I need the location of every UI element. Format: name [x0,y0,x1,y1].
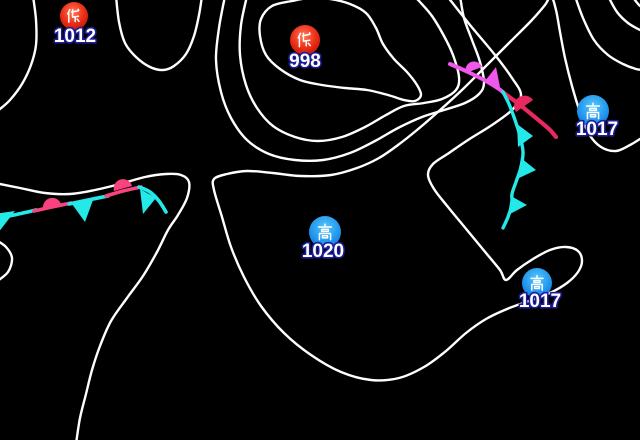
stationary-front-semicircle [42,197,61,208]
pressure-value: 1017 [576,119,618,140]
pressure-value: 1020 [302,241,344,262]
pressure-marker-low-1012: 低 1012 [52,2,98,49]
isobar-main-loop [211,0,640,382]
pressure-value: 1017 [519,291,561,312]
occluded-front-semicircle [465,61,482,73]
stationary-front-line [137,185,168,214]
pressure-marker-high-1020-center: 高1020 [300,216,346,264]
low-kanji-icon: 低 [297,32,312,48]
isobar-corner-2 [608,0,640,32]
cold-front [501,90,536,230]
fronts-layer [0,61,559,231]
stationary-front-triangle [72,200,93,222]
low-kanji-icon: 低 [66,8,80,23]
pressure-marker-low-998: 低 998 [288,25,322,74]
isobar-corner-1 [575,0,640,71]
pressure-value: 1012 [54,26,96,47]
isobar-low-ring-2 [238,0,461,143]
high-kanji-icon: 高 [530,274,544,291]
isobar-low-ring-inner [258,0,423,103]
warm-front [501,90,559,140]
high-kanji-icon: 高 [317,223,333,241]
pressure-marker-high-1017-south: 高1017 [517,268,563,314]
low-pressure-badge-circle [60,2,88,30]
cold-front-triangle [517,124,533,147]
pressure-value: 998 [289,51,321,72]
stationary-front-line [104,185,143,198]
occluded-front-triangle [485,67,500,87]
stationary-front-semicircle [113,179,132,191]
stationary-front-triangle [0,211,15,231]
stationary-front [0,179,168,231]
pressure-marker-high-1017-east: 高1017 [574,95,620,142]
stationary-front-line [67,194,110,206]
isobar-corner-3 [633,0,640,8]
cold-front-triangle [508,196,527,215]
low-pressure-badge-circle [290,25,320,55]
isobar-west-s [0,172,191,440]
isobar-u [115,0,203,72]
pressure-markers-layer: 低1012低998高1017高1020高1017 [52,2,620,314]
isobar-low-ring-3 [214,0,486,163]
stationary-front-line [0,208,38,220]
high-kanji-icon: 高 [585,102,601,120]
warm-front-semicircle [514,95,533,112]
stationary-front-triangle [140,189,156,214]
cold-front-triangle [517,158,536,179]
warm-front-line [501,90,559,140]
stationary-front-line [32,201,73,213]
isobar-west-bump [0,241,14,281]
isobar-topleft [0,0,38,111]
